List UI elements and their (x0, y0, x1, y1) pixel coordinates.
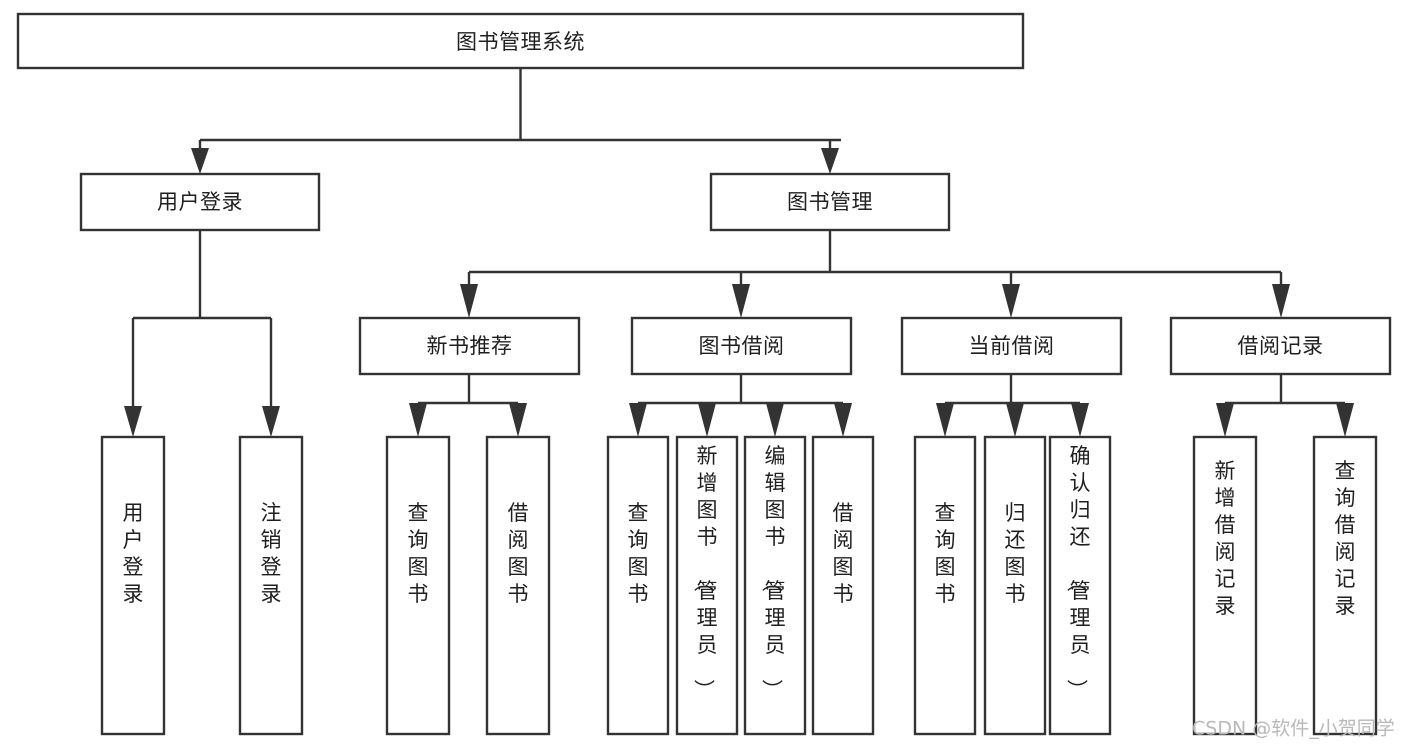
node-leaf-borrow-book-box[interactable] (811, 435, 875, 736)
node-book-manage-label: 图书管理 (787, 190, 873, 214)
node-leaf-query-borrow-record-label: 查询借阅记录 (1335, 459, 1356, 618)
node-book-borrow[interactable]: 图书借阅 (630, 316, 853, 376)
node-user-login[interactable]: 用户登录 (79, 172, 321, 232)
node-current-borrow-label: 当前借阅 (969, 334, 1055, 358)
node-leaf-query-book-current-label: 查询图书 (935, 501, 956, 606)
node-book-borrow-box[interactable] (630, 316, 853, 376)
node-root-box[interactable] (16, 12, 1025, 70)
arrow-head-current-borrow (1002, 284, 1020, 318)
node-borrow-record-label: 借阅记录 (1238, 334, 1324, 358)
node-book-manage[interactable]: 图书管理 (709, 172, 951, 232)
arrow-head-leaf-borrow-book-recommend (509, 403, 527, 437)
node-borrow-record[interactable]: 借阅记录 (1169, 316, 1392, 376)
arrow-head-leaf-user-logout (262, 406, 280, 437)
node-book-manage-box[interactable] (709, 172, 951, 232)
node-leaf-user-logout-box[interactable] (238, 435, 304, 736)
node-leaf-add-borrow-record[interactable]: 新增借阅记录 (1192, 435, 1258, 736)
leaf-nodes-layer: 用户登录 注销登录 查询图书 借阅图书 查询图书 新增图书（管理员） (100, 435, 1378, 736)
node-leaf-query-book-borrow[interactable]: 查询图书 (606, 435, 670, 736)
arrow-head-leaf-query-borrow-record (1336, 403, 1354, 437)
node-user-login-label: 用户登录 (157, 190, 243, 214)
node-leaf-borrow-book-recommend-box[interactable] (485, 435, 551, 736)
node-leaf-borrow-book-recommend[interactable]: 借阅图书 (485, 435, 551, 736)
node-leaf-query-book-borrow-label: 查询图书 (628, 501, 649, 606)
node-leaf-query-book-recommend[interactable]: 查询图书 (385, 435, 451, 736)
node-leaf-user-logout-label: 注销登录 (261, 501, 282, 606)
node-new-book-recommend-box[interactable] (358, 316, 581, 376)
arrow-head-book-borrow (732, 284, 750, 318)
arrow-head-borrow-record (1272, 284, 1290, 318)
arrow-head-leaf-user-login (124, 406, 142, 437)
node-borrow-record-box[interactable] (1169, 316, 1392, 376)
connector-layer (124, 68, 1354, 437)
node-root-label: 图书管理系统 (456, 30, 585, 54)
node-leaf-confirm-return-label: 确认归还（管理员） (1065, 444, 1091, 700)
arrow-head-book-manage (821, 148, 839, 174)
node-leaf-borrow-book-label: 借阅图书 (833, 501, 854, 606)
node-leaf-return-book-box[interactable] (983, 435, 1047, 736)
node-new-book-recommend-label: 新书推荐 (427, 334, 513, 358)
csdn-watermark: CSDN @软件_小贺同学 (1192, 718, 1395, 740)
node-leaf-add-borrow-record-label: 新增借阅记录 (1215, 459, 1236, 618)
arrow-head-leaf-borrow-book (834, 403, 852, 437)
arrow-head-leaf-query-book-current (936, 403, 954, 437)
arrow-head-leaf-query-book-recommend (409, 403, 427, 437)
node-leaf-add-book-label: 新增图书（管理员） (692, 444, 718, 700)
node-leaf-user-login-box[interactable] (100, 435, 166, 736)
node-book-borrow-label: 图书借阅 (699, 334, 785, 358)
node-leaf-borrow-book[interactable]: 借阅图书 (811, 435, 875, 736)
node-leaf-return-book[interactable]: 归还图书 (983, 435, 1047, 736)
node-leaf-query-book-recommend-box[interactable] (385, 435, 451, 736)
node-leaf-user-logout[interactable]: 注销登录 (238, 435, 304, 736)
arrow-head-leaf-add-book (698, 403, 716, 437)
node-leaf-edit-book-label: 编辑图书（管理员） (760, 444, 786, 700)
arrow-head-leaf-add-borrow-record (1216, 403, 1234, 437)
node-leaf-add-borrow-record-box[interactable] (1192, 435, 1258, 736)
node-leaf-query-book-current-box[interactable] (913, 435, 977, 736)
node-leaf-confirm-return[interactable]: 确认归还（管理员） (1048, 435, 1112, 736)
node-leaf-edit-book-box[interactable] (743, 435, 807, 736)
node-leaf-query-book-borrow-box[interactable] (606, 435, 670, 736)
node-leaf-user-login-label: 用户登录 (123, 501, 144, 606)
node-leaf-query-borrow-record-box[interactable] (1312, 435, 1378, 736)
node-user-login-box[interactable] (79, 172, 321, 232)
arrow-head-user-login (191, 148, 209, 174)
arrow-head-new-book-recommend (460, 284, 478, 318)
node-current-borrow[interactable]: 当前借阅 (900, 316, 1123, 376)
arrow-head-leaf-edit-book (766, 403, 784, 437)
node-leaf-confirm-return-box[interactable] (1048, 435, 1112, 736)
node-leaf-edit-book[interactable]: 编辑图书（管理员） (743, 435, 807, 736)
node-leaf-return-book-label: 归还图书 (1005, 501, 1026, 606)
arrow-head-leaf-confirm-return (1071, 403, 1089, 437)
node-root[interactable]: 图书管理系统 (16, 12, 1025, 70)
node-leaf-user-login[interactable]: 用户登录 (100, 435, 166, 736)
node-leaf-borrow-book-recommend-label: 借阅图书 (508, 501, 529, 606)
node-leaf-query-borrow-record[interactable]: 查询借阅记录 (1312, 435, 1378, 736)
arrow-head-leaf-return-book (1006, 403, 1024, 437)
node-new-book-recommend[interactable]: 新书推荐 (358, 316, 581, 376)
arrow-head-leaf-query-book-borrow (629, 403, 647, 437)
node-leaf-query-book-recommend-label: 查询图书 (408, 501, 429, 606)
node-leaf-add-book-box[interactable] (675, 435, 739, 736)
node-leaf-add-book[interactable]: 新增图书（管理员） (675, 435, 739, 736)
node-current-borrow-box[interactable] (900, 316, 1123, 376)
node-leaf-query-book-current[interactable]: 查询图书 (913, 435, 977, 736)
